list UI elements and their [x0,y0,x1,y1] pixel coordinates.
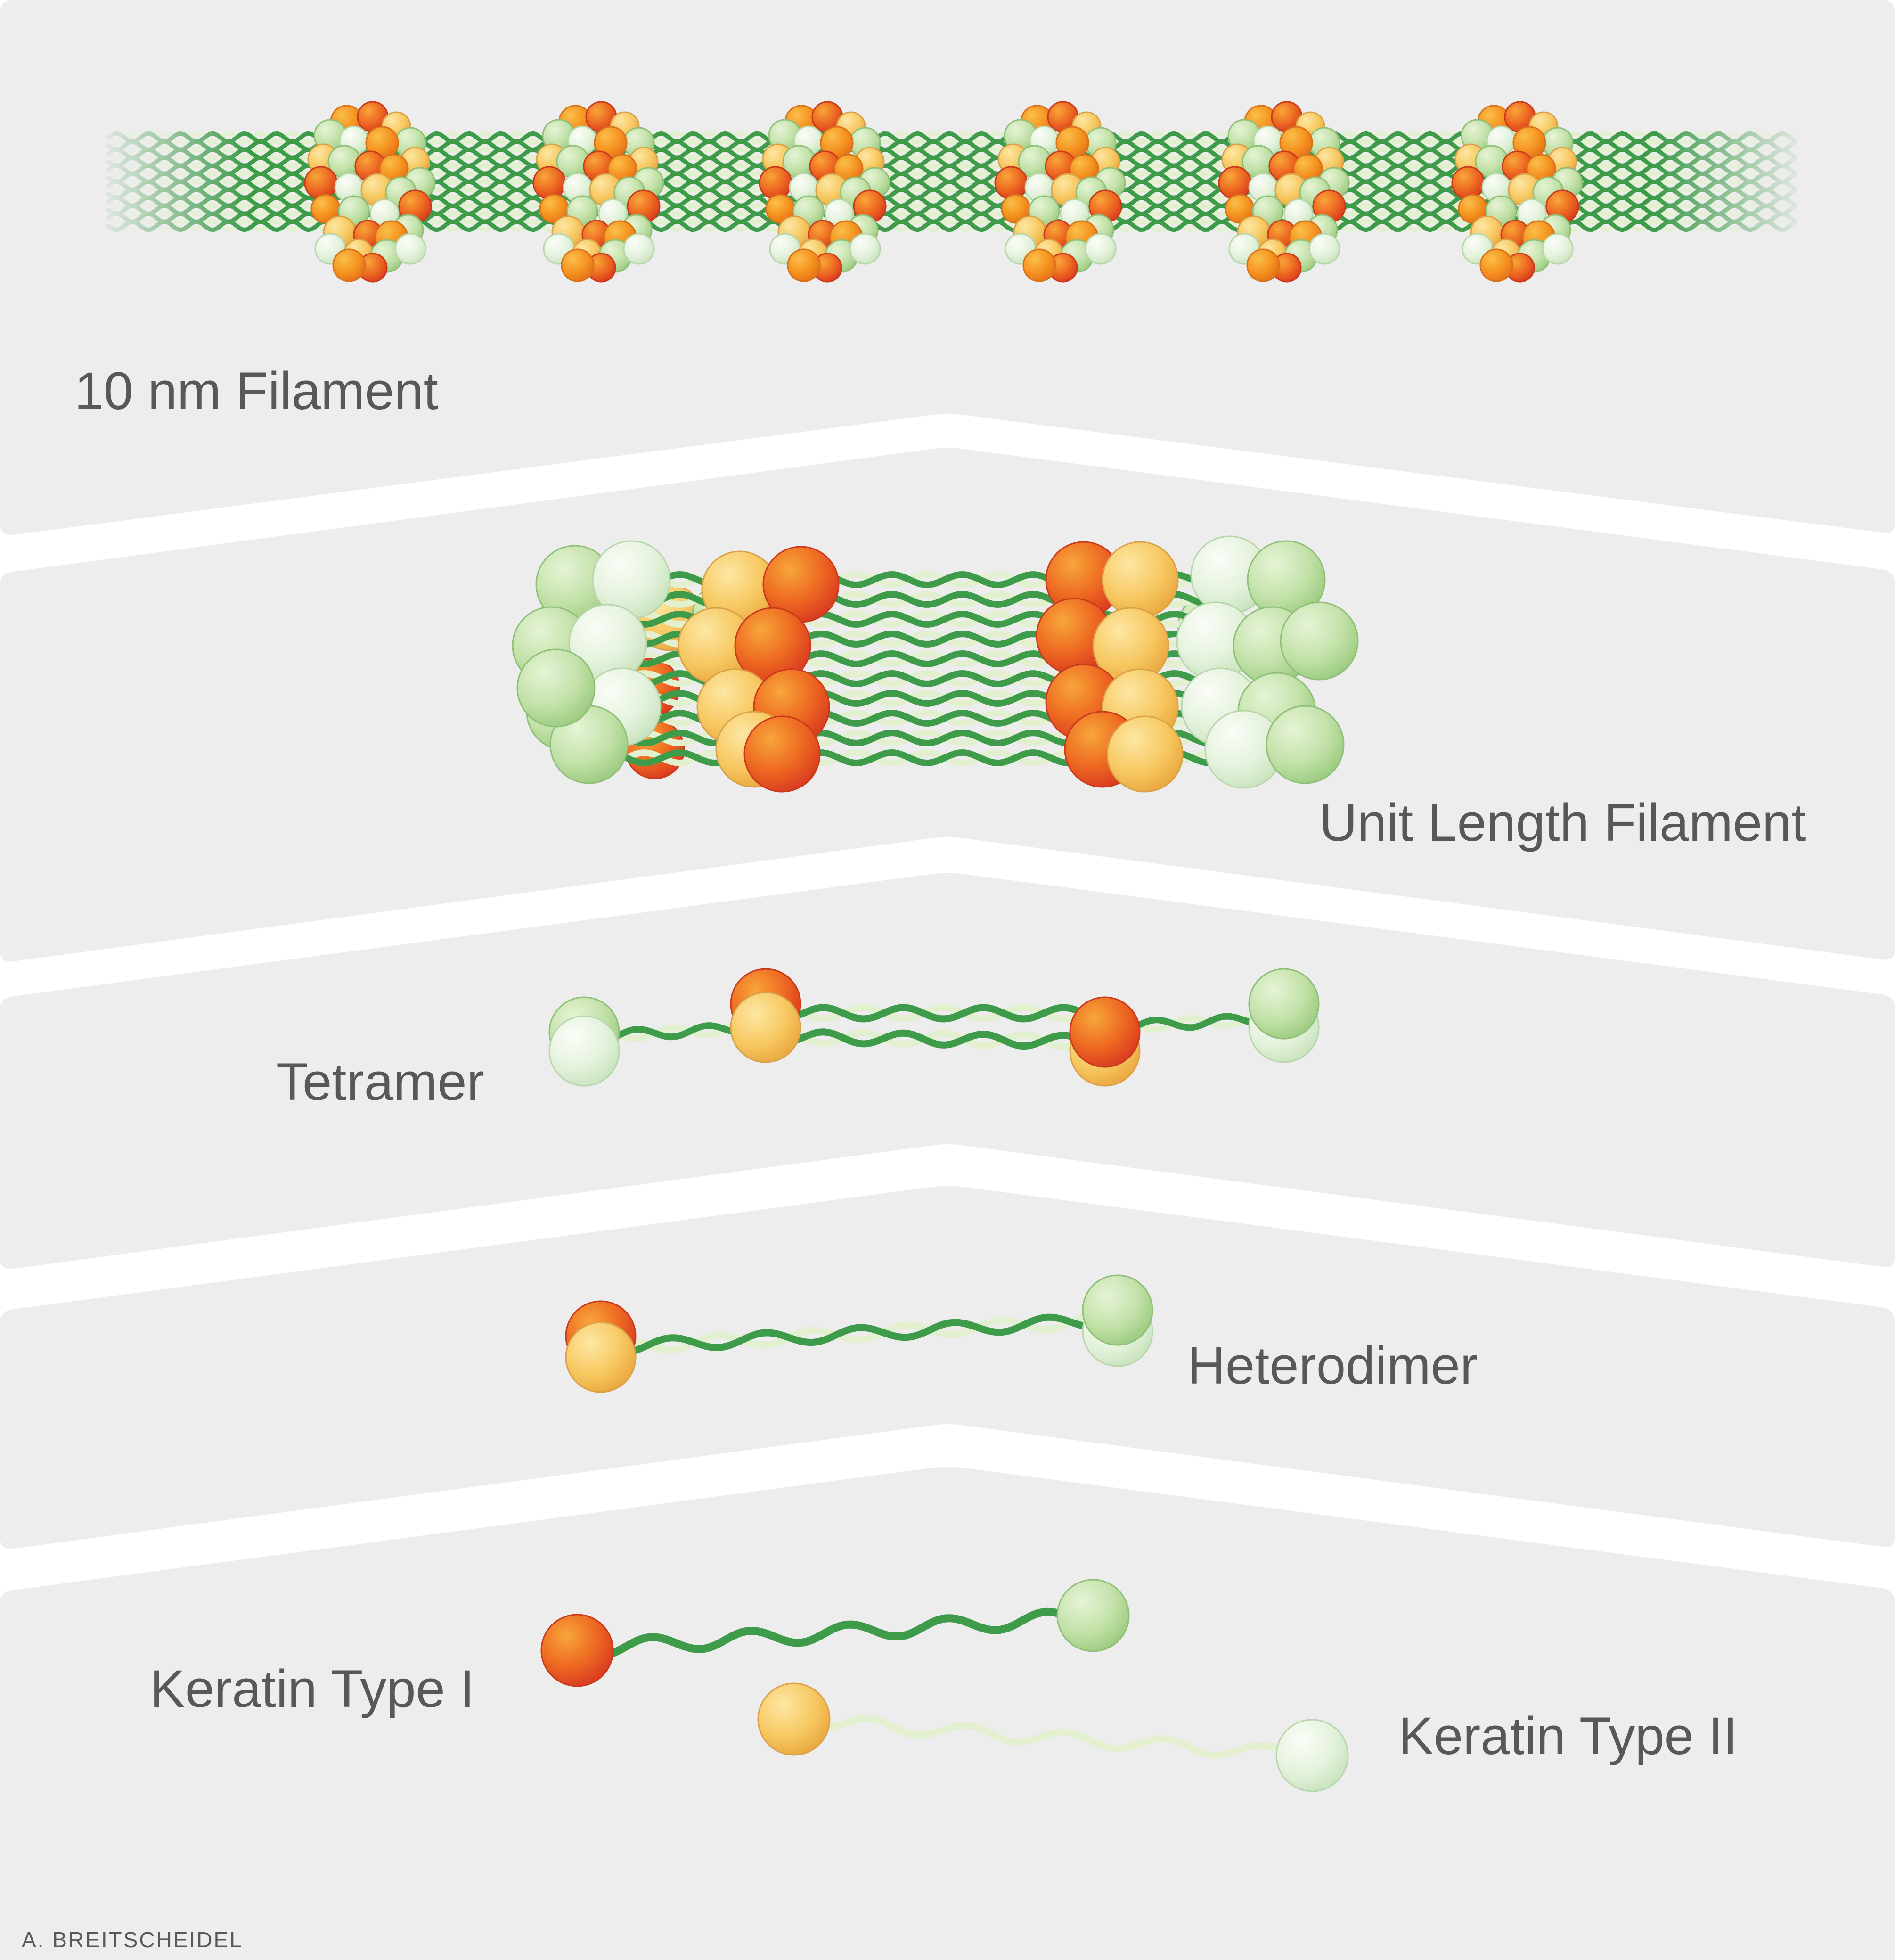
sphere-icon [1056,1579,1130,1652]
sphere-icon [1479,248,1513,282]
panel-tetramer [0,873,1895,1269]
strand-icon [573,1607,1098,1660]
label-tetramer: Tetramer [276,1052,484,1111]
sphere-icon [759,166,792,200]
label-keratin-type-2: Keratin Type II [1398,1706,1738,1765]
sphere-icon [1069,996,1141,1068]
sphere-icon [1266,705,1345,784]
sphere-icon [1102,541,1179,618]
sphere-icon [565,1321,637,1393]
filament-cluster [1451,101,1583,283]
sphere-icon [540,1614,614,1687]
sphere-icon [1542,233,1574,265]
sphere-icon [532,166,566,200]
filament-10nm-illustration [106,101,1797,283]
tetramer-illustration [548,968,1320,1087]
sphere-icon [1275,1719,1349,1792]
keratin-type-2-illustration [757,1682,1349,1792]
panel-heterodimer [0,1186,1895,1549]
sphere-icon [1022,248,1056,282]
strand-icon [760,1028,1106,1051]
strand-icon [760,1004,1106,1023]
panel-unit-length-filament [0,448,1895,962]
sphere-icon [787,248,821,282]
label-heterodimer: Heterodimer [1187,1336,1478,1395]
sphere-icon [623,233,655,265]
sphere-icon [849,233,881,265]
filament-cluster [1218,101,1350,283]
sphere-icon [743,715,821,793]
strand-icon [597,1311,1123,1354]
panel-keratin-types [0,1467,1895,1960]
sphere-icon [332,248,366,282]
unit-length-filament-illustration [512,535,1359,793]
credit-text: A. BREITSCHEIDEL [22,1927,243,1952]
label-keratin-type-1: Keratin Type I [150,1659,474,1718]
heterodimer-illustration [565,1274,1153,1393]
sphere-icon [516,648,596,728]
strand-icon [790,1715,1315,1766]
sphere-icon [1248,968,1320,1040]
sphere-icon [548,1015,620,1087]
sphere-icon [1280,601,1359,681]
label-unit-length-filament: Unit Length Filament [1319,793,1806,852]
filament-cluster [994,101,1126,283]
filament-cluster [532,101,664,283]
sphere-icon [730,992,801,1063]
filament-cluster [759,101,890,283]
sphere-icon [1085,233,1117,265]
sphere-icon [1082,1274,1153,1346]
strand-icon [597,1313,1123,1356]
sphere-icon [1218,166,1252,200]
sphere-icon [1246,248,1280,282]
ulf-front-heads [512,535,1359,793]
filament-cluster [304,101,436,283]
sphere-icon [394,233,426,265]
sphere-icon [561,248,595,282]
filament-clusters [304,101,1583,283]
sphere-icon [757,1682,831,1756]
keratin-type-1-illustration [540,1579,1130,1687]
sphere-icon [1308,233,1340,265]
sphere-icon [304,166,338,200]
sphere-icon [1106,715,1184,793]
label-10nm-filament: 10 nm Filament [74,361,438,420]
sphere-icon [1451,166,1485,200]
sphere-icon [994,166,1028,200]
